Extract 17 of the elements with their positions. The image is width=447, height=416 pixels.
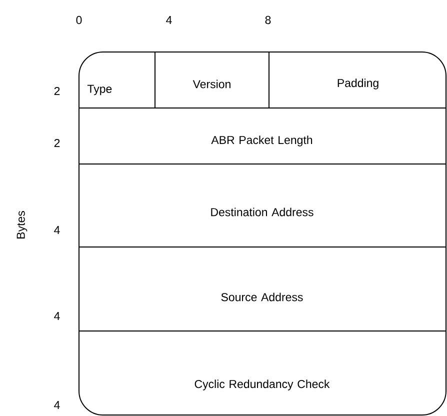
field-label: Padding — [338, 78, 378, 90]
scale-label: 2 — [54, 138, 60, 148]
scale-label: 4 — [166, 16, 172, 24]
scale-label: 4 — [54, 401, 60, 409]
packet-frame — [78, 52, 446, 416]
field-label: Source Address — [221, 292, 303, 302]
scale-label: 2 — [54, 86, 60, 96]
scale-label: 0 — [76, 16, 82, 24]
field-label: ABR Packet Length — [211, 136, 312, 146]
axis-title: Bytes — [16, 211, 28, 238]
field-label: Type — [87, 84, 112, 96]
field-label: Version — [192, 80, 230, 88]
scale-label: 4 — [54, 226, 60, 234]
field-label: Destination Address — [211, 208, 314, 216]
scale-label: 8 — [265, 16, 271, 24]
field-label: Cyclic Redundancy Check — [194, 380, 330, 390]
scale-label: 4 — [54, 312, 60, 320]
